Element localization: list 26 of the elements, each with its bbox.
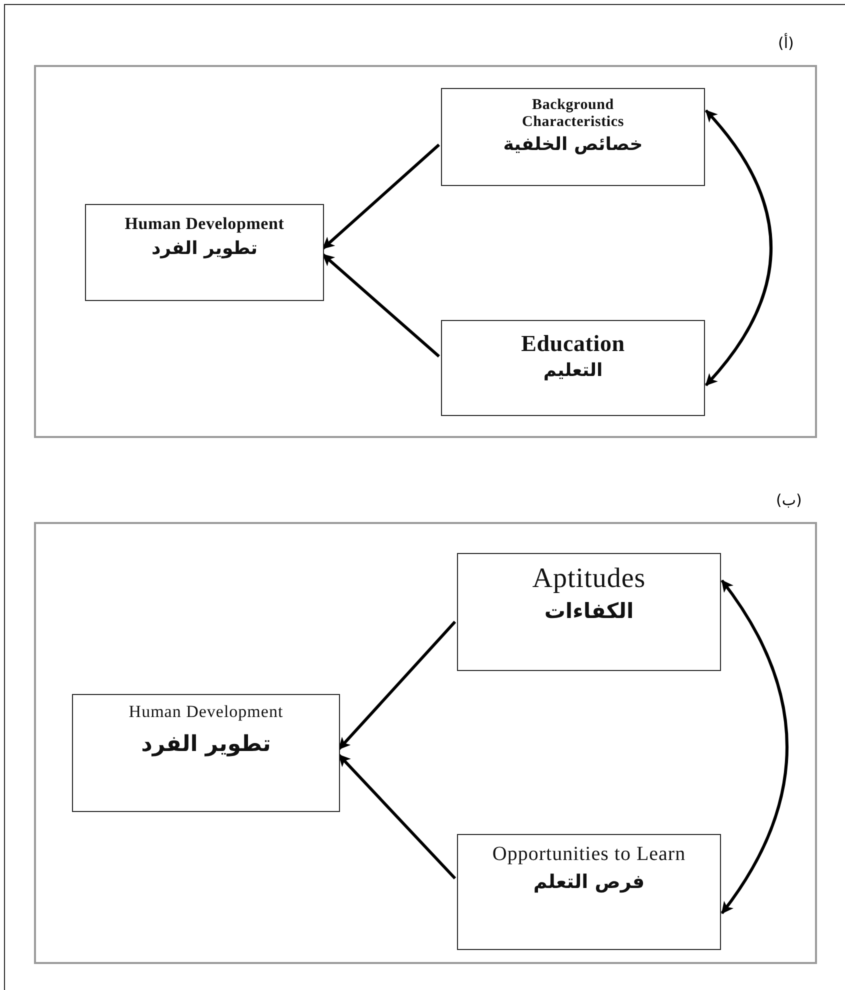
english-text: Human Development xyxy=(128,703,284,722)
panel-frame xyxy=(34,65,817,438)
arabic-text: تطوير الفرد xyxy=(141,732,271,758)
double-headed-curved-arrow xyxy=(720,580,788,914)
english-text: Aptitudes xyxy=(532,564,646,595)
english-text: Human Development xyxy=(124,215,284,234)
concept-box xyxy=(72,694,340,812)
arabic-text: الكفاءات xyxy=(544,598,634,624)
concept-box xyxy=(441,320,705,416)
concept-box xyxy=(85,204,324,301)
english-text: Background Characteristics xyxy=(521,97,625,130)
english-text: Education xyxy=(521,331,625,356)
panel-label: (ب) xyxy=(776,491,802,509)
panel-label: (أ) xyxy=(778,34,794,52)
panel-frame xyxy=(34,522,817,964)
arabic-text: تطوير الفرد xyxy=(151,238,258,260)
arabic-text: فرص التعلم xyxy=(533,871,645,894)
english-text: Opportunities to Learn xyxy=(492,843,686,865)
concept-box xyxy=(457,834,721,950)
double-headed-curved-arrow xyxy=(704,110,772,386)
concept-box xyxy=(441,88,705,186)
arrow xyxy=(322,144,440,250)
arrow xyxy=(322,253,440,358)
concept-box xyxy=(457,553,721,671)
arabic-text: التعليم xyxy=(543,360,603,382)
arabic-text: خصائص الخلفية xyxy=(503,134,643,156)
